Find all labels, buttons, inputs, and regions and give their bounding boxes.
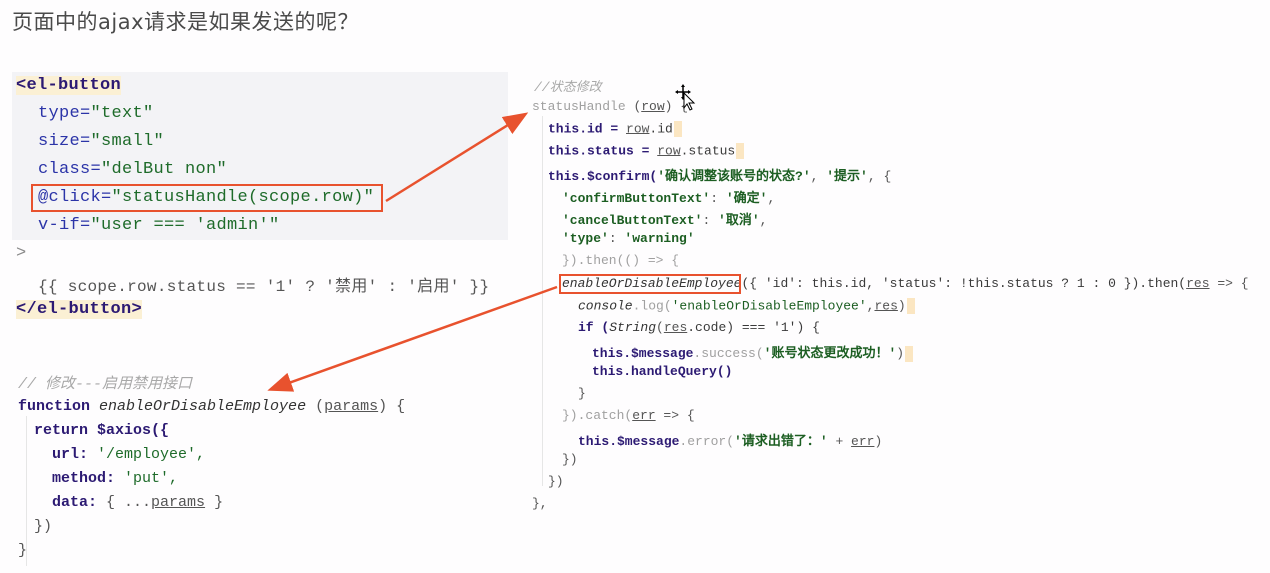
code-line-interpolation: {{ scope.row.status == '1' ? '禁用' : '启用'… (38, 278, 490, 296)
handler-msg-error: this.$message.error('请求出错了：' + err) (578, 434, 883, 449)
api-method: method: 'put', (52, 470, 179, 487)
handler-id-assign: this.id = row.id (548, 121, 682, 137)
handler-msg-success: this.$message.success('账号状态更改成功！') (592, 342, 914, 362)
handler-handle-query: this.handleQuery() (592, 364, 733, 379)
move-cursor-icon (675, 84, 696, 111)
code-background (12, 72, 508, 240)
page-title: 页面中的ajax请求是如果发送的呢？ (12, 10, 359, 34)
handler-confirm-btn: 'confirmButtonText': '确定', (562, 191, 776, 206)
handler-then-open: }).then(() => { (562, 253, 680, 268)
code-line-vif: v-if="user === 'admin'" (38, 216, 280, 235)
api-comment: // 修改---启用禁用接口 (18, 376, 193, 393)
code-line-type: type="text" (38, 104, 154, 123)
handler-status-assign: this.status = row.status (548, 143, 745, 159)
handler-then-close: }) (548, 474, 564, 489)
api-close-call: }) (34, 518, 53, 535)
handler-if-close: } (578, 386, 586, 401)
handler-catch-close: }) (562, 452, 578, 467)
code-line-size: size="small" (38, 132, 165, 151)
handler-confirm: this.$confirm('确认调整该账号的状态?', '提示', { (548, 169, 892, 184)
code-line-click: @click="statusHandle(scope.row)" (38, 188, 375, 207)
handler-signature: statusHandle (row) { (532, 99, 689, 114)
api-signature: function enableOrDisableEmployee (params… (18, 398, 406, 415)
click-handler-highlight (31, 184, 383, 212)
code-line-open-tag: <el-button (16, 76, 122, 95)
handler-comment: //状态修改 (534, 80, 602, 95)
api-call-highlight (559, 274, 741, 294)
code-line-close-tag: </el-button> (16, 300, 143, 319)
code-line-close-bracket: > (16, 244, 27, 263)
api-function-block: // 修改---启用禁用接口 function enableOrDisableE… (0, 368, 405, 566)
arrow-to-api (267, 285, 558, 392)
api-return: return $axios({ (34, 422, 170, 439)
api-url: url: '/employee', (52, 446, 206, 463)
handler-type: 'type': 'warning' (562, 231, 695, 246)
handler-fn-close: }, (532, 496, 548, 511)
handler-console-log: console.log('enableOrDisableEmployee',re… (578, 298, 915, 314)
handler-cancel-btn: 'cancelButtonText': '取消', (562, 213, 768, 228)
handler-api-call: enableOrDisableEmployee({ 'id': this.id,… (562, 276, 1249, 291)
template-code-block: <el-button type="text" size="small" clas… (0, 72, 508, 319)
handler-catch: }).catch(err => { (562, 408, 695, 423)
code-line-class: class="delBut non" (38, 160, 228, 179)
api-data: data: { ...params } (52, 494, 224, 511)
handler-code-block: //状态修改 statusHandle (row) { this.id = ro… (530, 74, 1249, 511)
api-close-fn: } (18, 542, 28, 559)
handler-if: if (String(res.code) === '1') { (578, 320, 820, 335)
